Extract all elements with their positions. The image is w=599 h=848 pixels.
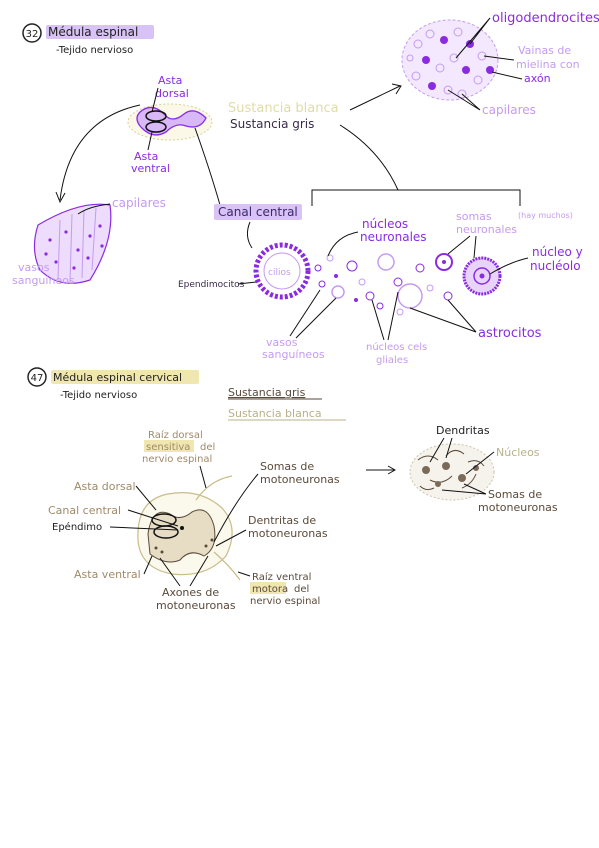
label-somas-moto-1: Somas de (260, 460, 314, 473)
label-asta-dorsal-2: dorsal (155, 87, 189, 100)
label-vasos-bottom-1: vasos (266, 336, 298, 349)
label-vainas-1: Vainas de (518, 44, 571, 57)
label-raiz-ventral-3: nervio espinal (250, 596, 320, 607)
label-nucleo-y-2: nucléolo (530, 259, 581, 273)
label-raiz-dorsal-2b: del (200, 442, 215, 453)
label-asta-dorsal-1: Asta (158, 74, 182, 87)
label-vasos-left-2: sanguíneos (12, 274, 75, 287)
section-number-badge (22, 23, 42, 43)
label-canal-central: Canal central (48, 504, 121, 517)
label-hay-muchos: (hay muchos) (518, 211, 573, 220)
label-raiz-ventral-2b: del (294, 584, 309, 595)
label-raiz-dorsal-2a: sensitiva (146, 442, 190, 453)
section-subtitle: -Tejido nervioso (60, 390, 137, 401)
label-sustancia-gris: Sustancia gris (230, 117, 314, 131)
label-astrocitos: astrocitos (478, 326, 542, 341)
cervical-cord-sketch (137, 475, 241, 581)
section-number: 32 (26, 29, 39, 40)
label-asta-ventral: Asta ventral (74, 568, 141, 581)
label-sustancia-blanca: Sustancia blanca (228, 101, 339, 116)
label-ependimocitos: Ependimocitos (178, 280, 245, 290)
label-dendritas-moto-2: motoneuronas (248, 527, 328, 540)
label-vasos-left-1: vasos (18, 261, 50, 274)
cord-sketch-small (127, 103, 213, 141)
label-canal-central: Canal central (218, 205, 298, 219)
oligodendrocyte-sketch (401, 19, 499, 101)
label-cilios: cilios (268, 268, 291, 278)
section-title: Médula espinal cervical (53, 371, 182, 384)
label-dendritas-moto-1: Dentritas de (248, 514, 316, 527)
label-raiz-ventral-1: Raíz ventral (252, 571, 311, 583)
label-vasos-bottom-2: sanguíneos (262, 348, 325, 361)
central-canal-sketch (253, 242, 311, 300)
label-axones-1: Axones de (162, 586, 219, 599)
label-somas-neuronales-1: somas (456, 210, 492, 223)
white-matter-sketch (33, 203, 112, 284)
label-raiz-ventral-2a: motora (252, 584, 288, 595)
label-ependimo: Epéndimo (52, 521, 102, 533)
label-nucleos-neuronales-2: neuronales (360, 230, 427, 244)
canal-central-highlight (214, 204, 302, 220)
grey-matter-cells (314, 253, 453, 316)
label-nucleos-glia-1: núcleos cels (366, 341, 427, 353)
label-capilares-right: capilares (482, 103, 536, 117)
label-asta-dorsal: Asta dorsal (74, 480, 136, 493)
label-oligodendrocitos: oligodendrocites (492, 11, 599, 26)
legend-sustancia-gris: Sustancia gris (228, 386, 306, 399)
section-number: 47 (31, 373, 44, 384)
label-axon: axón (524, 72, 551, 85)
label-capilares-left: capilares (112, 196, 166, 210)
label-asta-ventral-2: ventral (131, 162, 170, 175)
label-raiz-dorsal-3: nervio espinal (142, 454, 212, 465)
label-raiz-dorsal-1: Raíz dorsal (148, 429, 203, 441)
section-subtitle: -Tejido nervioso (56, 45, 133, 56)
label-nucleo-y-1: núcleo y (532, 245, 583, 259)
label-somas-right-1: Somas de (488, 488, 542, 501)
legend-sustancia-blanca: Sustancia blanca (228, 407, 322, 420)
motoneuron-sketch (409, 443, 495, 501)
label-somas-neuronales-2: neuronales (456, 223, 517, 236)
large-neuron-soma (462, 256, 502, 296)
label-asta-ventral-1: Asta (134, 150, 158, 163)
label-nucleos-neuronales-1: núcleos (362, 217, 408, 231)
label-nucleos-glia-2: gliales (376, 355, 408, 366)
section-number-badge (27, 367, 47, 387)
label-dendritas: Dendritas (436, 424, 490, 437)
section-47: 47 Médula espinal cervical -Tejido nervi… (27, 367, 558, 612)
title-highlight (51, 370, 199, 384)
label-axones-2: motoneuronas (156, 599, 236, 612)
label-nucleos: Núcleos (496, 446, 540, 459)
label-vainas-2: mielina con (516, 58, 580, 71)
section-title: Médula espinal (48, 25, 138, 39)
label-somas-moto-2: motoneuronas (260, 473, 340, 486)
highlight-motora (250, 582, 286, 594)
label-somas-right-2: motoneuronas (478, 501, 558, 514)
highlight-sensitiva (144, 440, 194, 452)
title-highlight (46, 25, 154, 39)
section-32: 32 Médula espinal -Tejido nervioso Asta … (12, 11, 599, 366)
